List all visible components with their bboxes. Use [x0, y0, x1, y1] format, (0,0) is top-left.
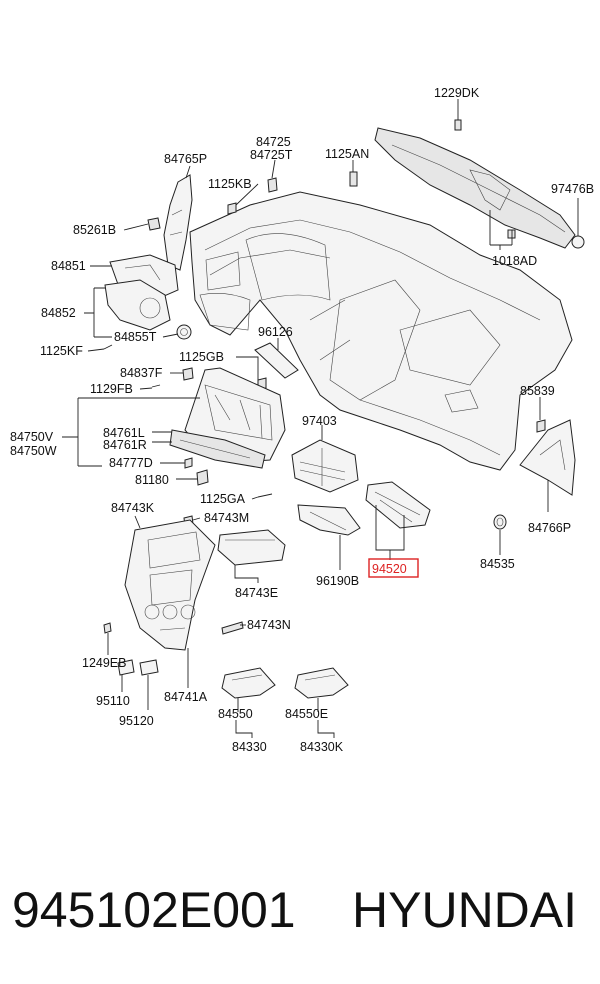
label-plate: [147, 217, 161, 231]
label-84535[interactable]: 84535: [480, 557, 515, 571]
label-85839[interactable]: 85839: [520, 384, 555, 398]
parts-diagram: 1229DK 84725 84725T 1125AN 84765P 1125KB…: [10, 86, 594, 754]
tray-84743e: [217, 529, 286, 566]
panel-96126: [254, 342, 299, 379]
label-84743k[interactable]: 84743K: [111, 501, 155, 515]
footer: 945102E001 HYUNDAI: [0, 880, 600, 950]
label-84743m[interactable]: 84743M: [204, 511, 249, 525]
label-84550e[interactable]: 84550E: [285, 707, 328, 721]
label-84852[interactable]: 84852: [41, 306, 76, 320]
label-84765p[interactable]: 84765P: [164, 152, 207, 166]
label-84725[interactable]: 84725: [256, 135, 291, 149]
label-1125an[interactable]: 1125AN: [325, 147, 369, 161]
label-84330k[interactable]: 84330K: [300, 740, 344, 754]
switch-95120: [139, 659, 159, 676]
label-84743e[interactable]: 84743E: [235, 586, 278, 600]
label-84750w[interactable]: 84750W: [10, 444, 57, 458]
label-81180[interactable]: 81180: [135, 473, 169, 487]
brand-name: HYUNDAI: [352, 882, 578, 938]
label-84761r[interactable]: 84761R: [103, 438, 147, 452]
bracket-96190b: [297, 504, 361, 536]
label-1229dk[interactable]: 1229DK: [434, 86, 480, 100]
label-84741a[interactable]: 84741A: [164, 690, 208, 704]
label-96126[interactable]: 96126: [258, 325, 293, 339]
label-1125ga[interactable]: 1125GA: [200, 492, 246, 506]
label-95110[interactable]: 95110: [96, 694, 130, 708]
side-trim-left: [163, 174, 193, 271]
crash-pad: [189, 191, 573, 471]
label-84837f[interactable]: 84837F: [120, 366, 163, 380]
ring-84855t: [176, 324, 192, 340]
cup-holder-right: [294, 667, 349, 699]
label-95120[interactable]: 95120: [119, 714, 154, 728]
label-84330[interactable]: 84330: [232, 740, 267, 754]
switch-95110: [117, 659, 135, 676]
ring-84535: [493, 514, 507, 530]
label-97403[interactable]: 97403: [302, 414, 337, 428]
label-96190b[interactable]: 96190B: [316, 574, 359, 588]
module-94520: [365, 481, 431, 529]
label-84743n[interactable]: 84743N: [247, 618, 291, 632]
label-1125kb[interactable]: 1125KB: [208, 177, 252, 191]
label-94520[interactable]: 94520: [372, 562, 407, 576]
label-84750v[interactable]: 84750V: [10, 430, 54, 444]
label-84550[interactable]: 84550: [218, 707, 253, 721]
part-labels: 1229DK 84725 84725T 1125AN 84765P 1125KB…: [10, 86, 594, 754]
label-84777d[interactable]: 84777D: [109, 456, 153, 470]
part-number: 945102E001: [12, 882, 296, 938]
center-fascia: [124, 519, 216, 651]
label-84766p[interactable]: 84766P: [528, 521, 571, 535]
label-1125kf[interactable]: 1125KF: [40, 344, 83, 358]
label-1125gb[interactable]: 1125GB: [179, 350, 224, 364]
label-97476b[interactable]: 97476B: [551, 182, 594, 196]
center-vent: [291, 439, 359, 493]
cup-holder-left: [221, 667, 276, 699]
label-84761l[interactable]: 84761L: [103, 426, 145, 440]
label-84851[interactable]: 84851: [51, 259, 86, 273]
label-1249eb[interactable]: 1249EB: [82, 656, 126, 670]
label-84855t[interactable]: 84855T: [114, 330, 157, 344]
highlight-box-94520: [368, 558, 419, 578]
center-bracket: [169, 367, 286, 469]
side-trim-right: [519, 419, 576, 496]
label-85261b[interactable]: 85261B: [73, 223, 116, 237]
label-1129fb[interactable]: 1129FB: [90, 382, 133, 396]
cowl-cross-bar: [374, 127, 585, 249]
label-1018ad[interactable]: 1018AD: [492, 254, 537, 268]
label-84725t[interactable]: 84725T: [250, 148, 293, 162]
